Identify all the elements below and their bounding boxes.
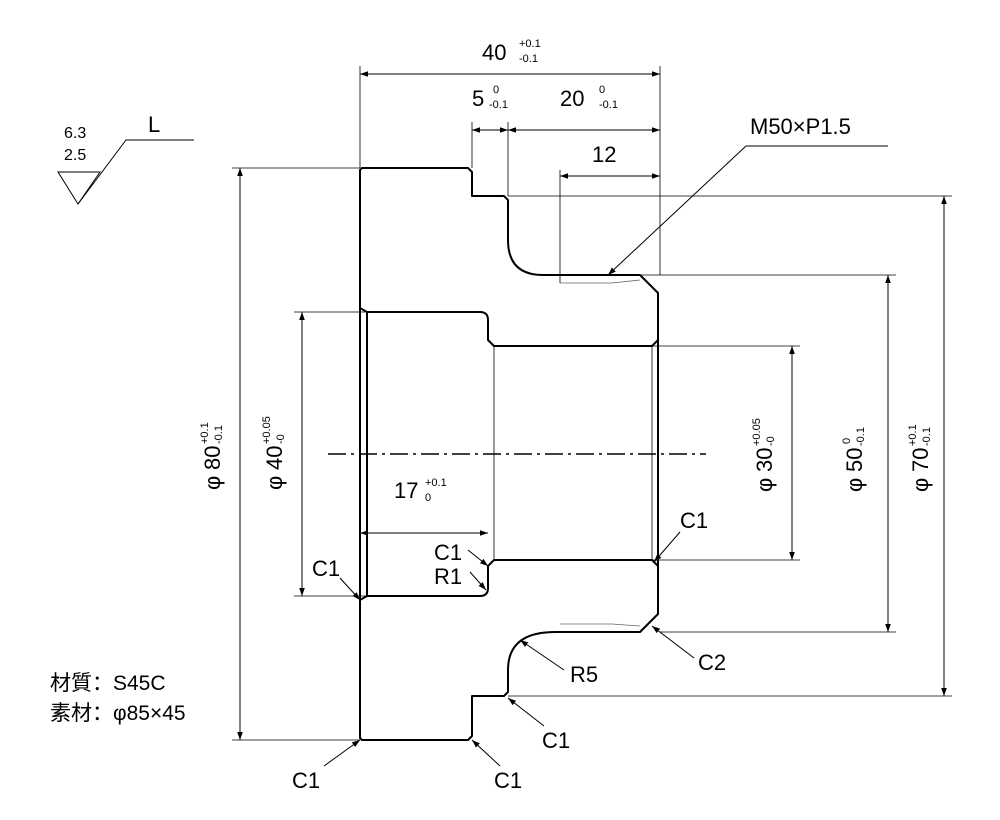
dim-bore-depth-value: 17 — [394, 478, 418, 503]
callout-r5: R5 — [519, 639, 598, 687]
dim-phi80-upper: +0.1 — [199, 422, 211, 444]
dim-overall-value: 40 — [482, 40, 506, 65]
material-notes: 材質：S45C 素材：φ85×45 — [50, 672, 186, 725]
dim-overall-lower: -0.1 — [519, 53, 538, 65]
dim-phi80-lower: -0.1 — [213, 425, 225, 444]
dim-bore-depth: 17 +0.1 0 — [360, 477, 488, 536]
callout-c1-bottom-left: C1 — [292, 739, 361, 793]
dim-groove-value: 5 — [472, 86, 484, 111]
dim-phi50-value: 50 — [842, 448, 867, 472]
dim-phi30-value: 30 — [752, 448, 777, 472]
dim-phi30-upper: +0.05 — [751, 418, 763, 446]
dim-phi40-value: 40 — [262, 446, 287, 470]
callout-c1-bore-right: C1 — [653, 508, 708, 563]
dim-phi40-upper: +0.05 — [261, 416, 273, 444]
dim-phi40-prefix: φ — [262, 476, 287, 490]
dim-phi50-lower: -0.1 — [855, 427, 867, 446]
callout-c1-step: C1 — [434, 540, 489, 567]
callout-c2-text: C2 — [698, 650, 726, 675]
part-outline — [328, 167, 706, 741]
dim-neck-upper: 0 — [599, 84, 605, 96]
callout-r1-step-text: R1 — [434, 564, 462, 589]
dim-bore-depth-lower: 0 — [425, 492, 431, 504]
callout-c1-bottom-left-text: C1 — [292, 768, 320, 793]
dim-phi70-upper: +0.1 — [907, 424, 919, 446]
thread-spec: M50×P1.5 — [750, 114, 851, 139]
lay-symbol: L — [148, 112, 160, 137]
dim-groove-width: 5 0 -0.1 — [471, 84, 509, 196]
dim-phi50-prefix: φ — [842, 478, 867, 492]
material-note: 材質：S45C — [50, 672, 166, 695]
callout-c1-bore-left-text: C1 — [312, 556, 340, 581]
callout-c2: C2 — [651, 625, 726, 675]
surface-finish-symbol: 6.3 2.5 L — [57, 112, 194, 205]
dim-groove-upper: 0 — [493, 84, 499, 96]
dim-overall-length: 40 +0.1 -0.1 — [359, 38, 661, 275]
dim-phi80: φ 80 +0.1 -0.1 — [199, 167, 360, 741]
dim-neck-value: 20 — [560, 86, 584, 111]
dim-phi40-lower: -0 — [275, 434, 287, 444]
dim-phi50-upper: 0 — [841, 438, 853, 444]
dim-neck-lower: -0.1 — [599, 99, 618, 111]
callout-c1-neck-text: C1 — [542, 728, 570, 753]
dim-phi80-prefix: φ — [200, 476, 225, 490]
callout-c1-bottom-mid: C1 — [471, 739, 522, 793]
thread-callout: M50×P1.5 — [607, 114, 888, 276]
dim-neck-length: 20 0 -0.1 — [508, 84, 660, 133]
dim-thread-length: 12 — [559, 142, 660, 283]
dim-phi40: φ 40 +0.05 -0 — [261, 311, 367, 597]
dim-phi30: φ 30 +0.05 -0 — [652, 345, 800, 561]
dim-bore-depth-upper: +0.1 — [425, 477, 447, 489]
callout-c1-bore-right-text: C1 — [680, 508, 708, 533]
dim-phi80-value: 80 — [200, 446, 225, 470]
dim-phi30-prefix: φ — [752, 478, 777, 492]
roughness-upper: 6.3 — [64, 125, 86, 142]
callout-r5-text: R5 — [570, 662, 598, 687]
dim-groove-lower: -0.1 — [489, 99, 508, 111]
callout-c1-neck: C1 — [507, 697, 570, 753]
dim-phi70-value: 70 — [908, 448, 933, 472]
dim-thread-length-value: 12 — [592, 142, 616, 167]
callout-c1-bore-left: C1 — [312, 556, 361, 601]
callout-c1-step-text: C1 — [434, 540, 462, 565]
dim-phi70: φ 70 +0.1 -0.1 — [508, 195, 952, 697]
roughness-lower: 2.5 — [64, 147, 86, 164]
callout-r1-step: R1 — [434, 564, 487, 591]
callout-c1-bottom-mid-text: C1 — [494, 768, 522, 793]
dim-phi30-lower: -0 — [765, 436, 777, 446]
dim-phi70-lower: -0.1 — [921, 427, 933, 446]
dim-overall-upper: +0.1 — [519, 38, 541, 50]
dim-phi50: φ 50 0 -0.1 — [640, 274, 896, 633]
dim-phi70-prefix: φ — [908, 478, 933, 492]
stock-note: 素材：φ85×45 — [50, 702, 186, 725]
